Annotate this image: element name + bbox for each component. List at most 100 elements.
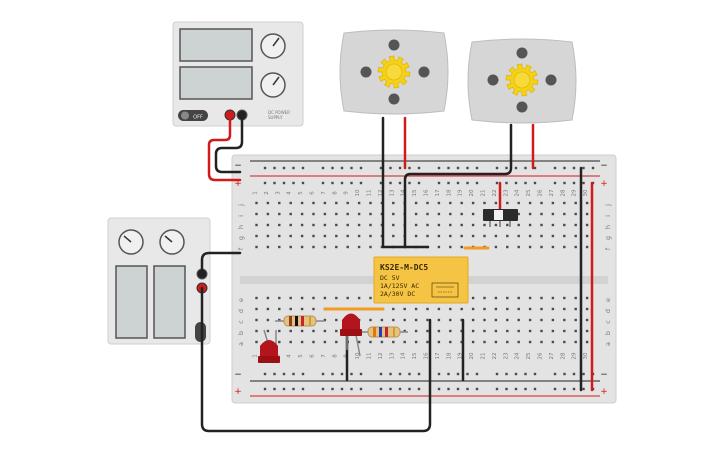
row-letter: i: [604, 215, 612, 217]
column-number: 5: [298, 354, 304, 358]
column-number: 7: [321, 354, 327, 358]
column-number: 20: [469, 352, 475, 359]
column-number: 24: [515, 189, 521, 196]
column-number: 3: [275, 354, 281, 358]
row-letter: e: [604, 298, 612, 302]
relay-schematic-icon: [431, 282, 459, 298]
column-number: 19: [458, 189, 464, 196]
wire-red[interactable]: [207, 118, 242, 182]
relay-spec-1: DC 5V: [380, 274, 400, 282]
column-number: 28: [560, 189, 566, 196]
led-red: [258, 329, 280, 363]
column-number: 13: [389, 189, 395, 196]
column-number: 24: [515, 352, 521, 359]
led-red: [340, 313, 362, 357]
svg-text:SUPPLY: SUPPLY: [268, 115, 283, 120]
rail-sign: −: [600, 161, 608, 171]
column-number: 12: [378, 190, 384, 197]
gear-icon: [377, 55, 411, 89]
relay-part-number: KS2E-M-DC5: [380, 263, 428, 272]
column-number: 11: [367, 353, 373, 360]
column-number: 1: [253, 354, 259, 358]
row-letter: h: [237, 225, 245, 229]
rail-sign: −: [234, 161, 242, 171]
row-letter: j: [237, 204, 245, 207]
row-letter: h: [604, 225, 612, 229]
column-number: 18: [446, 352, 452, 359]
column-number: 5: [298, 191, 304, 195]
column-number: 6: [310, 191, 316, 195]
column-number: 27: [549, 352, 555, 359]
row-letter: i: [237, 215, 245, 217]
row-letter: b: [237, 331, 245, 335]
column-number: 10: [355, 189, 361, 196]
column-number: 19: [458, 352, 464, 359]
column-number: 26: [538, 189, 544, 196]
gear-icon: [505, 63, 539, 97]
column-number: 12: [378, 353, 384, 360]
column-number: 7: [321, 191, 327, 195]
column-number: 22: [492, 353, 498, 360]
rail-sign: +: [234, 387, 242, 397]
column-number: 15: [412, 352, 418, 359]
rail-sign: −: [600, 370, 608, 380]
column-number: 23: [503, 352, 509, 359]
column-number: 2: [264, 191, 270, 195]
column-number: 21: [481, 190, 487, 197]
column-number: 16: [424, 189, 430, 196]
wire-black[interactable]: [200, 286, 432, 433]
row-letter: a: [604, 342, 612, 346]
wire-black[interactable]: [200, 251, 242, 276]
column-number: 22: [492, 190, 498, 197]
rail-sign: +: [234, 179, 242, 189]
column-number: 15: [412, 189, 418, 196]
column-number: 16: [424, 352, 430, 359]
column-number: 14: [401, 352, 407, 359]
column-number: 30: [583, 189, 589, 196]
rail-sign: +: [600, 387, 608, 397]
column-number: 28: [560, 352, 566, 359]
column-number: 1: [253, 191, 259, 195]
column-number: 8: [332, 191, 338, 195]
terminal-positive[interactable]: [224, 109, 236, 121]
row-letter: f: [604, 247, 612, 250]
wire-black[interactable]: [381, 116, 430, 249]
relay-spec-2: 1A/125V AC: [380, 282, 419, 290]
column-number: 13: [389, 352, 395, 359]
column-number: 8: [332, 354, 338, 358]
row-letter: g: [604, 236, 612, 240]
svg-text:DC POWER: DC POWER: [268, 110, 290, 115]
wire-black[interactable]: [403, 123, 513, 249]
relay: KS2E-M-DC5 DC 5V 1A/125V AC 2A/30V DC: [373, 256, 469, 304]
column-number: 18: [446, 189, 452, 196]
column-number: 14: [401, 189, 407, 196]
terminal-negative[interactable]: [236, 109, 248, 121]
row-letter: e: [237, 298, 245, 302]
column-number: 17: [435, 189, 441, 196]
wire-black[interactable]: [214, 118, 244, 174]
column-number: 4: [287, 354, 293, 358]
power-switch[interactable]: [195, 322, 206, 342]
column-number: 4: [287, 191, 293, 195]
row-letter: a: [237, 342, 245, 346]
slide-switch[interactable]: [483, 209, 518, 227]
power-switch-label: OFF: [193, 115, 203, 121]
column-number: 3: [275, 191, 281, 195]
resistor: [275, 315, 325, 327]
column-number: 9: [344, 191, 350, 195]
row-letter: d: [237, 309, 245, 313]
column-number: 11: [367, 190, 373, 197]
power-supply-left: [107, 217, 211, 345]
rail-sign: +: [600, 179, 608, 189]
column-number: 6: [310, 354, 316, 358]
relay-spec-3: 2A/30V DC: [380, 290, 415, 298]
dc-motor-1: [339, 29, 449, 115]
row-letter: c: [237, 320, 245, 324]
column-number: 17: [435, 352, 441, 359]
column-number: 21: [481, 353, 487, 360]
row-letter: j: [604, 204, 612, 207]
column-number: 27: [549, 189, 555, 196]
row-letter: c: [604, 320, 612, 324]
column-number: 25: [526, 352, 532, 359]
